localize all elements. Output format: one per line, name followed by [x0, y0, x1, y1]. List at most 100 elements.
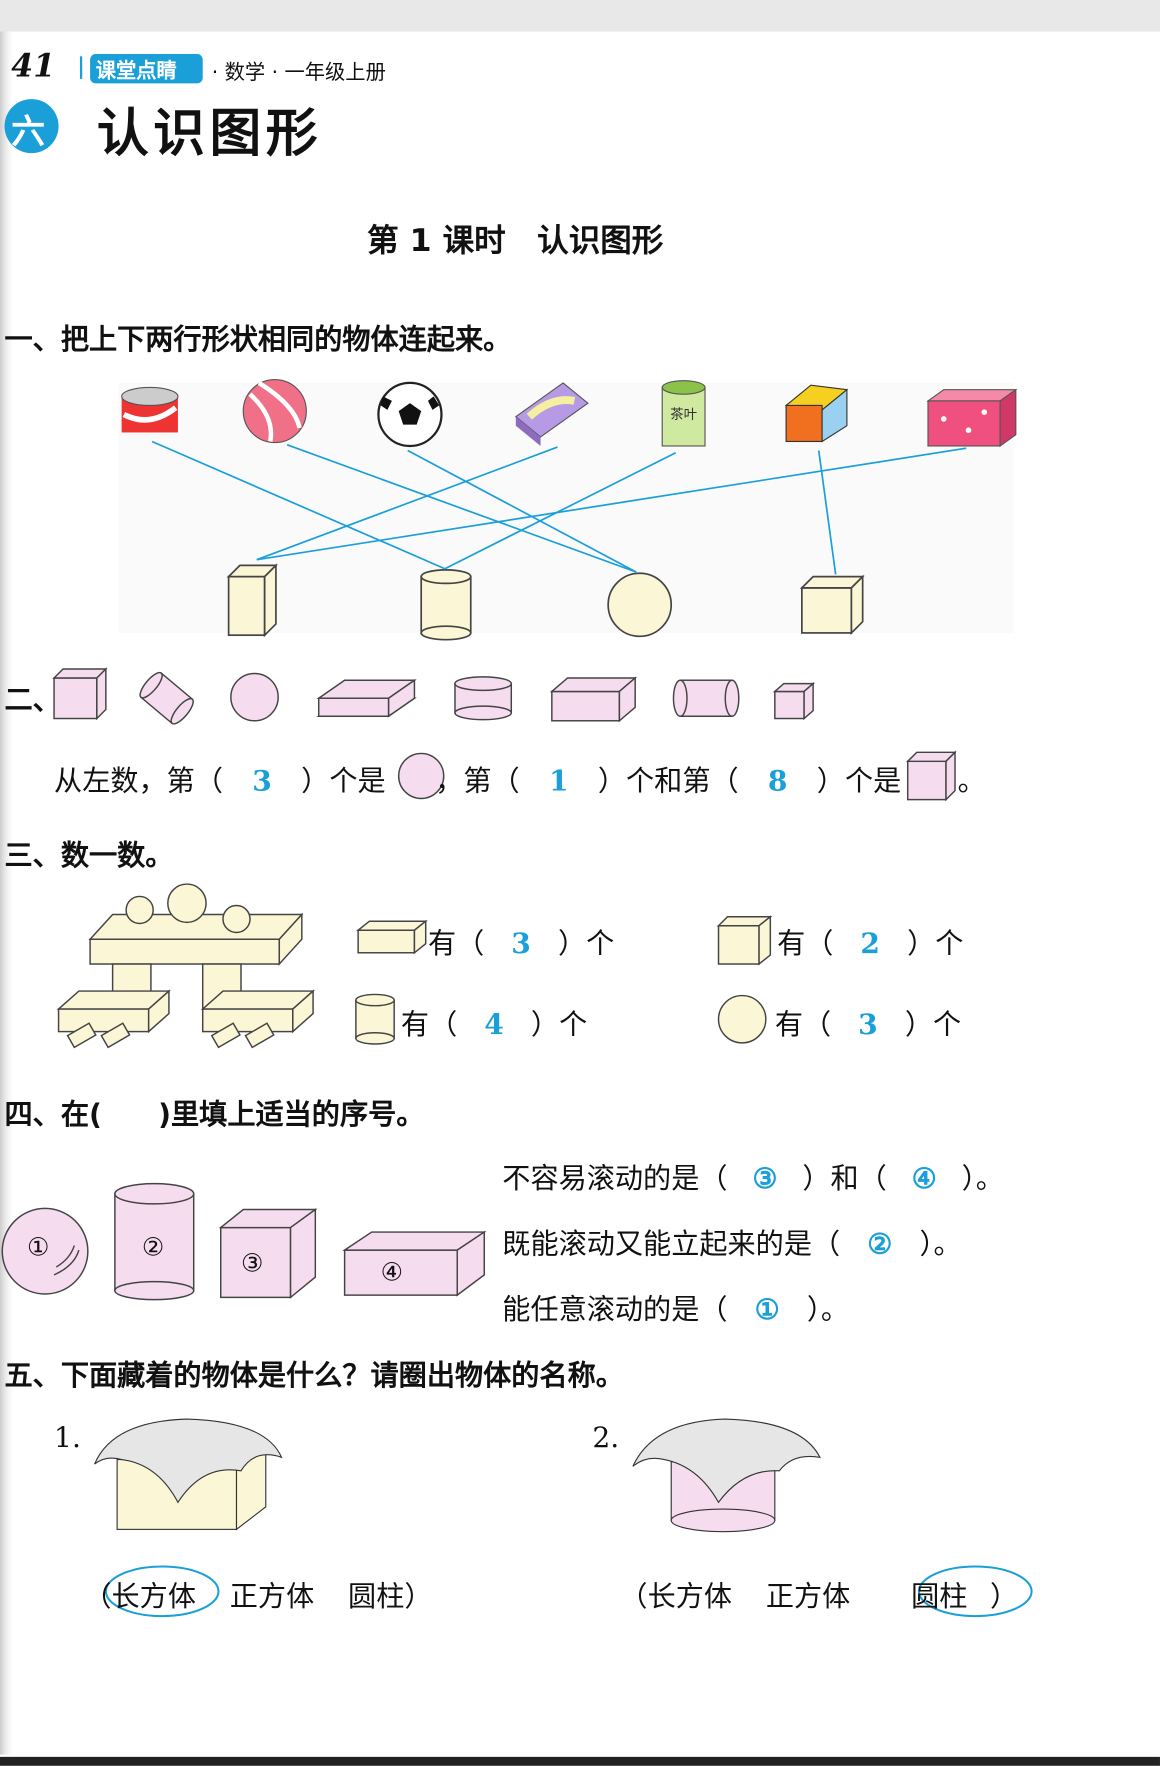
count-cuboid: 有（ 3 ）个 — [428, 921, 614, 962]
subject-label: · 数学 · 一年级上册 — [211, 60, 386, 85]
cube-shape — [799, 574, 865, 635]
can-object — [121, 386, 179, 433]
text: 有（ — [774, 1007, 832, 1041]
option[interactable]: 长方体 — [111, 1580, 196, 1613]
text: 。 — [957, 764, 986, 798]
text: 从左数，第（ — [54, 764, 224, 798]
unit-title: 认识图形 — [96, 102, 323, 164]
circle-mark-1 — [104, 1565, 220, 1618]
q2-shapes — [52, 667, 957, 802]
sphere-shape — [607, 572, 673, 638]
text: 有（ — [400, 1007, 458, 1041]
eraser-object — [514, 382, 589, 446]
answer: 3 — [858, 1007, 878, 1041]
circle-mark-2 — [917, 1565, 1033, 1618]
q3-building — [56, 883, 773, 1049]
text: （ — [619, 1580, 648, 1613]
label-4: ④ — [380, 1259, 403, 1288]
answer-1: 3 — [252, 764, 272, 798]
q5-figure-2 — [632, 1418, 821, 1533]
text: 有（ — [777, 926, 834, 960]
label-3: ③ — [241, 1250, 264, 1279]
unit-number: 六 — [11, 112, 46, 153]
text: ，第（ — [435, 764, 520, 798]
label-1: ① — [27, 1234, 50, 1263]
text: 既能滚动又能立起来的是（ — [502, 1227, 841, 1261]
answer: ② — [867, 1227, 893, 1261]
q5-options-1: （长方体正方体圆柱） — [83, 1574, 432, 1615]
gift-box-object — [926, 388, 1018, 448]
answer: ④ — [911, 1162, 937, 1195]
item-1-number: 1. — [54, 1421, 81, 1454]
label-2: ② — [141, 1234, 165, 1263]
soccer-ball-object — [377, 381, 443, 448]
sphere-icon — [717, 994, 767, 1044]
ball-object — [242, 378, 307, 444]
text: ） — [990, 1580, 1019, 1613]
text: ）个 — [904, 1007, 962, 1041]
page-number: 41 — [11, 47, 56, 85]
answer: 4 — [484, 1007, 504, 1041]
option[interactable]: 正方体 — [765, 1580, 851, 1613]
count-sphere: 有（ 3 ）个 — [775, 1002, 961, 1043]
q4-line-1: 不容易滚动的是（ ③ ）和（ ④ ）。 — [502, 1157, 1004, 1198]
top-band — [0, 0, 1160, 32]
text: ）个是 — [301, 764, 386, 798]
q5-options-2: （长方体正方体 圆柱 ） — [619, 1574, 1018, 1615]
q2-prefix: 二、 — [4, 683, 61, 717]
text: ）。 — [961, 1162, 1004, 1195]
text: ）个 — [907, 926, 964, 960]
unit-number-badge — [4, 99, 59, 154]
q1-objects: 茶叶 — [121, 378, 1018, 448]
answer: ① — [754, 1292, 780, 1326]
q4-line-2: 既能滚动又能立起来的是（ ② ）。 — [502, 1222, 961, 1263]
inline-cube-icon — [905, 750, 957, 802]
count-cylinder: 有（ 4 ）个 — [401, 1002, 587, 1043]
item-2-number: 2. — [592, 1421, 620, 1454]
tea-label: 茶叶 — [670, 407, 697, 423]
cube-icon — [716, 915, 773, 966]
text: 不容易滚动的是（ — [502, 1162, 728, 1195]
option[interactable]: 长方体 — [647, 1580, 733, 1613]
text: ）个和第（ — [597, 764, 739, 798]
q4-line-3: 能任意滚动的是（ ① ）。 — [502, 1287, 849, 1328]
q5-prompt: 五、下面藏着的物体是什么？请圈出物体的名称。 — [4, 1359, 624, 1392]
cuboid-shape — [226, 563, 278, 638]
cylinder-icon — [355, 993, 395, 1045]
option[interactable]: 圆柱 — [348, 1580, 405, 1613]
answer: ③ — [752, 1162, 778, 1195]
lesson-title: 第 1 课时 认识图形 — [367, 221, 664, 260]
text: 有（ — [427, 926, 485, 960]
option[interactable]: 圆柱 — [911, 1580, 968, 1613]
rubiks-cube-object — [784, 384, 849, 443]
q1-prompt: 一、把上下两行形状相同的物体连起来。 — [4, 323, 512, 356]
text: ）。 — [919, 1227, 962, 1261]
text: ）个 — [530, 1007, 588, 1041]
answer-3: 8 — [767, 764, 788, 798]
text: 能任意滚动的是（ — [502, 1292, 728, 1326]
q5-figure-1 — [94, 1418, 283, 1531]
bottom-band — [0, 1756, 1160, 1766]
q3-prompt: 三、数一数。 — [4, 839, 174, 872]
count-cube: 有（ 2 ）个 — [777, 921, 963, 962]
answer: 3 — [511, 926, 531, 960]
text: ）。 — [806, 1292, 850, 1326]
inline-sphere-icon — [397, 752, 445, 800]
q1-shapes — [226, 563, 865, 641]
q4-prompt: 四、在( )里填上适当的序号。 — [4, 1098, 425, 1131]
text: ）和（ — [802, 1162, 887, 1195]
answer: 2 — [860, 926, 881, 960]
tea-canister-object: 茶叶 — [661, 380, 706, 447]
text: ）个 — [557, 926, 615, 960]
series-badge: 课堂点睛 — [95, 59, 177, 84]
cylinder-shape — [420, 569, 472, 641]
q4-shapes — [1, 1182, 487, 1301]
text: ） — [404, 1580, 433, 1613]
q2-answer-line: 从左数，第（3）个是，第（1）个和第（8）个是。 — [54, 759, 986, 800]
cuboid-icon — [356, 919, 428, 955]
option[interactable]: 正方体 — [229, 1580, 315, 1613]
series-badge-bg — [90, 54, 203, 84]
answer-2: 1 — [548, 764, 569, 798]
